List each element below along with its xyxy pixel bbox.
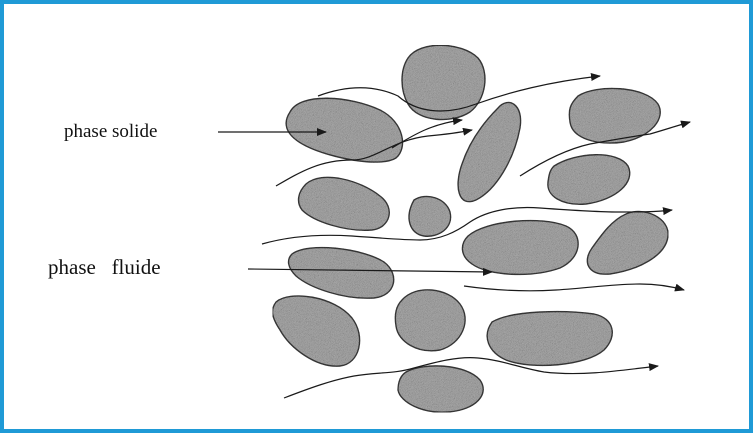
grain (458, 102, 521, 201)
grain (487, 312, 612, 366)
grain (289, 248, 394, 299)
grain (548, 155, 630, 205)
grain (398, 366, 483, 412)
grain (587, 211, 668, 274)
grain (299, 177, 390, 230)
grain (462, 221, 578, 275)
grain (286, 98, 402, 162)
grain (273, 296, 360, 366)
fluid-phase-label: phase fluide (48, 257, 161, 278)
grain (409, 196, 451, 236)
solid-phase-label: phase solide (64, 122, 157, 141)
grain (395, 290, 465, 351)
flow-arrow (464, 284, 684, 291)
grain (402, 45, 485, 119)
